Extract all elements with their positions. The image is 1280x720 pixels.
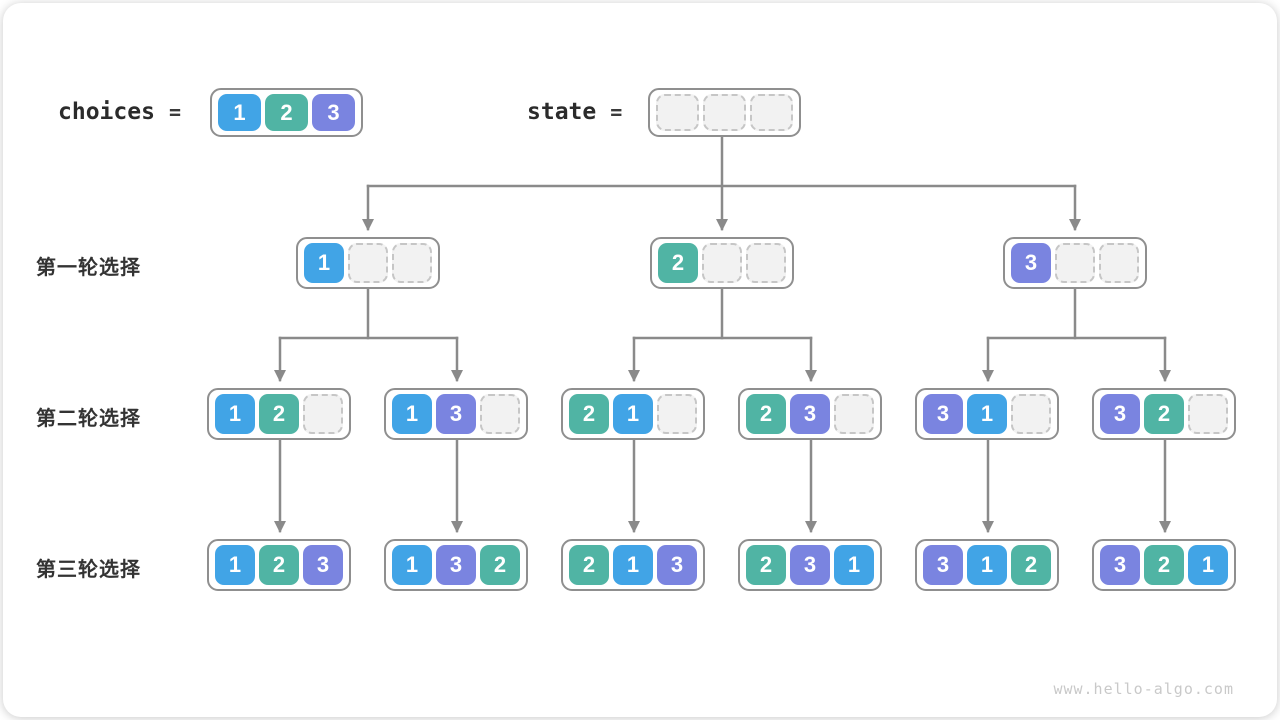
slot-cell-2: 2 — [259, 394, 299, 434]
slot-cell-3: 3 — [303, 545, 343, 585]
state-box-r1-2: 2 — [650, 237, 794, 289]
slot-cell-3: 3 — [1100, 545, 1140, 585]
choices-label: choices = — [58, 88, 181, 135]
empty-slot — [1188, 394, 1228, 434]
choices-label-text: choices — [58, 98, 155, 125]
state-box-r1-1: 1 — [296, 237, 440, 289]
slot-cell-1: 1 — [613, 545, 653, 585]
empty-slot — [657, 394, 697, 434]
state-equals-sign: = — [610, 99, 623, 124]
state-box — [648, 88, 801, 137]
slot-cell-3: 3 — [436, 545, 476, 585]
empty-slot — [750, 94, 793, 131]
slot-cell-2: 2 — [746, 545, 786, 585]
empty-slot — [834, 394, 874, 434]
tree-connectors — [274, 133, 1171, 533]
slot-cell-3: 3 — [1011, 243, 1051, 283]
empty-slot — [746, 243, 786, 283]
slot-cell-1: 1 — [1188, 545, 1228, 585]
slot-cell-3: 3 — [657, 545, 697, 585]
state-box-r1-3: 3 — [1003, 237, 1147, 289]
slot-cell-1: 1 — [215, 394, 255, 434]
slot-cell-2: 2 — [569, 545, 609, 585]
slot-cell-1: 1 — [392, 545, 432, 585]
slot-cell-3: 3 — [312, 94, 355, 131]
slot-cell-2: 2 — [569, 394, 609, 434]
slot-cell-2: 2 — [480, 545, 520, 585]
state-label: state = — [527, 88, 622, 135]
empty-slot — [656, 94, 699, 131]
empty-slot — [348, 243, 388, 283]
slot-cell-2: 2 — [658, 243, 698, 283]
round-3-label: 第三轮选择 — [36, 559, 141, 581]
state-label-text: state — [527, 98, 597, 125]
slot-cell-2: 2 — [1011, 545, 1051, 585]
watermark: www.hello-algo.com — [1053, 680, 1234, 698]
slot-cell-1: 1 — [392, 394, 432, 434]
empty-slot — [1055, 243, 1095, 283]
empty-slot — [703, 94, 746, 131]
empty-slot — [1099, 243, 1139, 283]
slot-cell-3: 3 — [790, 545, 830, 585]
empty-slot — [480, 394, 520, 434]
slot-cell-2: 2 — [746, 394, 786, 434]
slot-cell-1: 1 — [967, 545, 1007, 585]
slot-cell-1: 1 — [967, 394, 1007, 434]
slot-cell-3: 3 — [923, 545, 963, 585]
slot-cell-2: 2 — [1144, 394, 1184, 434]
slot-cell-3: 3 — [1100, 394, 1140, 434]
slot-cell-2: 2 — [259, 545, 299, 585]
slot-cell-1: 1 — [834, 545, 874, 585]
round-2-label: 第二轮选择 — [36, 408, 141, 430]
round-1-label: 第一轮选择 — [36, 257, 141, 279]
slot-cell-1: 1 — [613, 394, 653, 434]
empty-slot — [702, 243, 742, 283]
slot-cell-1: 1 — [304, 243, 344, 283]
slot-cell-3: 3 — [790, 394, 830, 434]
slot-cell-3: 3 — [436, 394, 476, 434]
slot-cell-1: 1 — [215, 545, 255, 585]
choices-equals-sign: = — [168, 99, 181, 124]
empty-slot — [303, 394, 343, 434]
slot-cell-2: 2 — [265, 94, 308, 131]
slot-cell-2: 2 — [1144, 545, 1184, 585]
empty-slot — [392, 243, 432, 283]
slot-cell-3: 3 — [923, 394, 963, 434]
empty-slot — [1011, 394, 1051, 434]
slot-cell-1: 1 — [218, 94, 261, 131]
